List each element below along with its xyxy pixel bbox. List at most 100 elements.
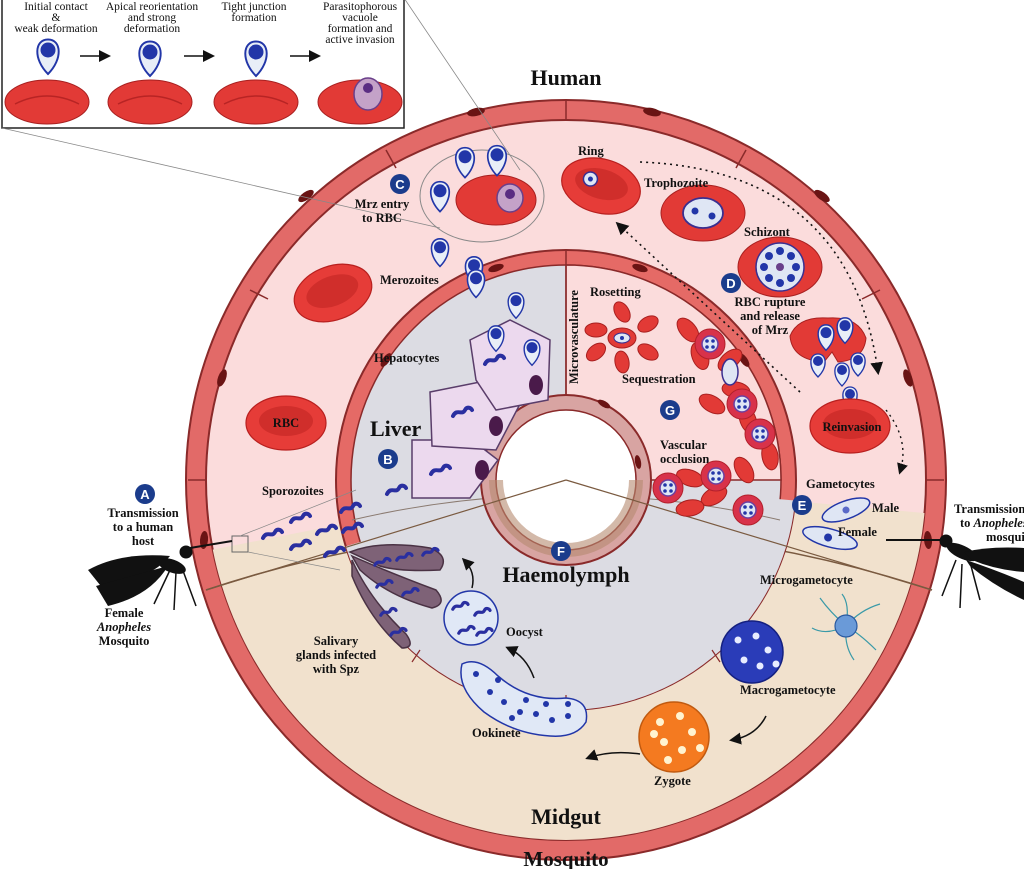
haemolymph-label: Haemolymph <box>502 562 629 587</box>
salivary-label-1: Salivary <box>314 634 359 648</box>
female-mosq-3: Mosquito <box>99 634 150 648</box>
zygote <box>638 701 710 773</box>
female-mosq-1: Female <box>105 606 144 620</box>
inset-step4-line4: active invasion <box>325 34 395 46</box>
badge-d: D <box>721 273 741 293</box>
transmission-mosq-2-prefix: to <box>960 516 974 530</box>
oocyst-label: Oocyst <box>506 625 544 639</box>
wall-nuclei <box>199 107 933 549</box>
transmission-mosq-2: to Anopheles <box>960 516 1024 530</box>
ring-label: Ring <box>578 144 604 158</box>
microgametocyte <box>811 593 881 661</box>
microvasculature-label: Microvasculature <box>567 290 581 384</box>
zygote-label: Zygote <box>654 774 691 788</box>
sequestered-cells <box>676 317 758 434</box>
mrz-entry-label-2: to RBC <box>362 211 402 225</box>
mrz-entry-rbc <box>455 174 537 226</box>
inset-rbc-3 <box>213 79 299 125</box>
invasion-inset: Initial contact & weak deformation Apica… <box>1 0 405 129</box>
inset-rbc-2 <box>107 79 193 125</box>
salivary-label-2: glands infected <box>296 648 376 662</box>
male-label: Male <box>872 501 900 515</box>
mosquito-label: Mosquito <box>523 847 608 869</box>
badge-g-letter: G <box>665 403 675 418</box>
mrz-entry-label-1: Mrz entry <box>355 197 410 211</box>
inset-step2-line3: deformation <box>124 23 180 35</box>
badge-b-letter: B <box>383 452 392 467</box>
hepatocytes-label: Hepatocytes <box>374 351 439 365</box>
badge-a-letter: A <box>140 487 150 502</box>
inset-step4-line3: formation and <box>328 23 393 35</box>
rosette <box>584 301 659 374</box>
badge-g: G <box>660 400 680 420</box>
rosetting-label: Rosetting <box>590 285 641 299</box>
ookinete-label: Ookinete <box>472 726 521 740</box>
cycle-arrow-3 <box>885 409 908 475</box>
female-label: Female <box>838 525 877 539</box>
rupture-label-2: and release <box>740 309 800 323</box>
badge-e: E <box>792 495 812 515</box>
left-mosquito-icon <box>88 540 233 611</box>
inset-step1-line3: weak deformation <box>14 23 98 35</box>
ookinete <box>460 661 588 737</box>
reinvasion-label: Reinvasion <box>822 420 881 434</box>
human-title: Human <box>531 65 602 90</box>
badge-c-letter: C <box>395 177 405 192</box>
sequestration-label: Sequestration <box>622 372 696 386</box>
sporozoites-label: Sporozoites <box>262 484 324 498</box>
transmission-mosq-1: Transmission <box>954 502 1024 516</box>
ring-stage-rbc <box>554 148 648 224</box>
badge-f-letter: F <box>557 544 565 559</box>
schizont-label: Schizont <box>744 225 791 239</box>
midgut-label: Midgut <box>531 804 601 829</box>
inset-step4-line2: vacuole <box>342 12 378 24</box>
inset-rbc-1 <box>4 79 90 125</box>
occlusion-cells <box>652 418 779 526</box>
zoom-circle <box>419 149 545 243</box>
badge-f: F <box>551 541 571 561</box>
badge-a: A <box>135 484 155 504</box>
salivary-label-3: with Spz <box>313 662 360 676</box>
inset-step1-line2: & <box>52 12 61 24</box>
hepatocyte-nuclei <box>475 375 543 480</box>
vascular-label-2: occlusion <box>660 452 709 466</box>
inset-step4-line1: Parasitophorous <box>323 1 398 13</box>
male-gametocyte <box>821 497 871 523</box>
merozoites-label: Merozoites <box>380 273 439 287</box>
transmission-human-3: host <box>132 534 155 548</box>
mosquito-arrows <box>461 557 767 761</box>
transmission-human-1: Transmission <box>107 506 178 520</box>
right-mosquito-icon <box>886 534 1024 609</box>
microgametocyte-label: Microgametocyte <box>760 573 853 587</box>
transmission-mosq-2-italic: Anopheles <box>973 516 1024 530</box>
inset-step2-line1: Apical reorientation <box>106 1 199 13</box>
badge-d-letter: D <box>726 276 735 291</box>
oocyst <box>443 590 499 646</box>
inner-wall-nuclei <box>380 263 750 469</box>
transmission-mosq-3: mosquito <box>986 530 1024 544</box>
female-gametocyte <box>802 525 858 551</box>
badge-c: C <box>390 174 410 194</box>
vascular-label-1: Vascular <box>660 438 707 452</box>
inset-step3-line1: Tight junction <box>221 1 286 13</box>
badge-b: B <box>378 449 398 469</box>
trophozoite-rbc <box>660 184 746 242</box>
inset-step1-line1: Initial contact <box>24 1 88 13</box>
rupture-label-1: RBC rupture <box>735 295 806 309</box>
inset-step3-line2: formation <box>231 12 277 24</box>
liver-label: Liver <box>370 416 422 441</box>
inset-step2-line2: and strong <box>128 12 176 24</box>
badge-e-letter: E <box>798 498 807 513</box>
transmission-human-2: to a human <box>113 520 173 534</box>
macrogametocyte <box>720 620 784 684</box>
wall-dividers <box>188 100 944 481</box>
rbc-label: RBC <box>273 416 299 430</box>
inset-rbc-4 <box>317 77 403 125</box>
trophozoite-label: Trophozoite <box>644 176 709 190</box>
female-mosq-2: Anopheles <box>96 620 151 634</box>
schizont-rbc <box>737 236 823 298</box>
rupture-label-3: of Mrz <box>752 323 789 337</box>
gametocytes-label: Gametocytes <box>806 477 875 491</box>
